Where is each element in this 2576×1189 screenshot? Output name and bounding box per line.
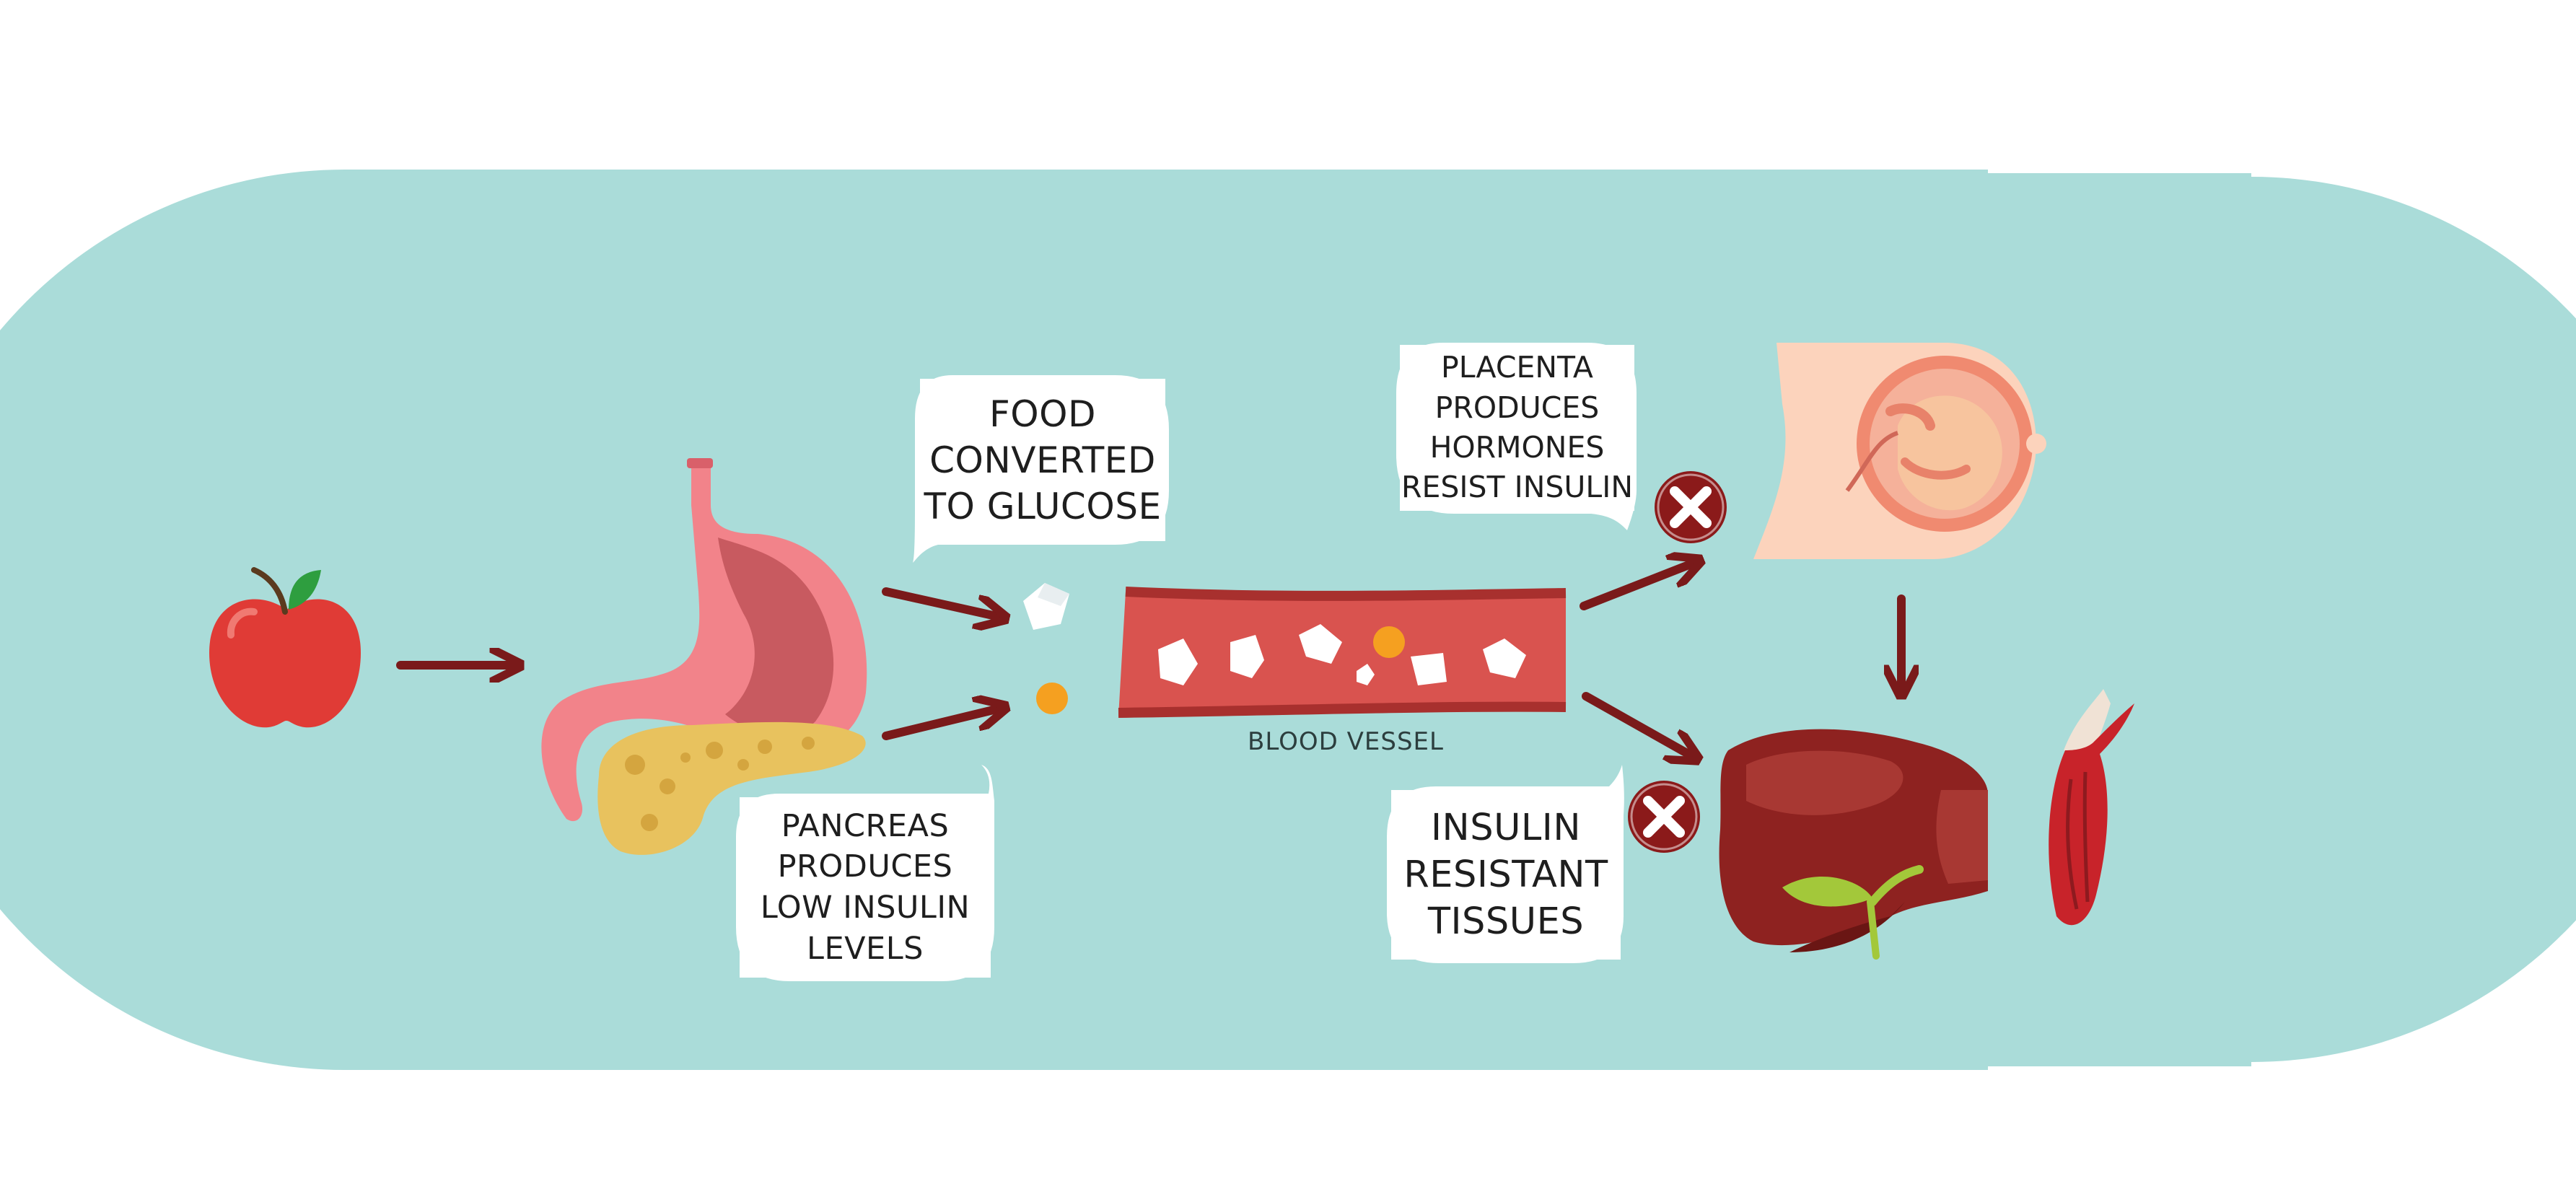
- callout-line: PRODUCES: [1434, 390, 1600, 425]
- callout-line: CONVERTED: [929, 439, 1156, 481]
- arrows: [396, 563, 1901, 756]
- liver-icon: [1719, 729, 1988, 960]
- callout-line: RESISTANT: [1403, 853, 1608, 896]
- arrow-vessel-to-liver: [1582, 692, 1692, 756]
- fetus-womb-icon: [1753, 343, 2046, 559]
- callout-line: PANCREAS: [781, 807, 950, 844]
- callout-insulin-resistant: INSULIN RESISTANT TISSUES: [1391, 790, 1621, 960]
- apple-icon: [209, 567, 361, 728]
- x-mark-icon: [1628, 781, 1700, 853]
- arrow-vessel-to-placenta: [1580, 563, 1694, 610]
- callout-line: LEVELS: [807, 930, 924, 967]
- x-mark-icon: [1655, 471, 1727, 543]
- pancreas-icon: [597, 721, 866, 855]
- callout-line: HORMONES: [1429, 430, 1605, 465]
- callout-line: PRODUCES: [777, 848, 953, 885]
- glucose-cube-icon: [1023, 583, 1069, 630]
- callout-line: TO GLUCOSE: [924, 485, 1162, 527]
- callout-line: INSULIN: [1431, 806, 1581, 849]
- blood-vessel-label: BLOOD VESSEL: [1248, 727, 1444, 756]
- arrow-stomach-to-glucose: [882, 587, 999, 617]
- callout-line: LOW INSULIN: [760, 890, 971, 926]
- callout-pancreas: PANCREAS PRODUCES LOW INSULIN LEVELS: [740, 797, 991, 978]
- callout-placenta: PLACENTA PRODUCES HORMONES RESIST INSULI…: [1400, 345, 1634, 511]
- callout-line: PLACENTA: [1441, 350, 1593, 385]
- arrow-pancreas-to-insulin: [882, 708, 999, 740]
- blood-vessel-icon: [1118, 587, 1567, 718]
- muscle-icon: [2049, 689, 2134, 926]
- callout-food-converted: FOOD CONVERTED TO GLUCOSE: [920, 379, 1165, 541]
- callout-line: FOOD: [989, 392, 1096, 435]
- callout-line: RESIST INSULIN: [1401, 470, 1633, 505]
- insulin-dot-icon: [1036, 683, 1068, 714]
- callout-line: TISSUES: [1427, 900, 1585, 944]
